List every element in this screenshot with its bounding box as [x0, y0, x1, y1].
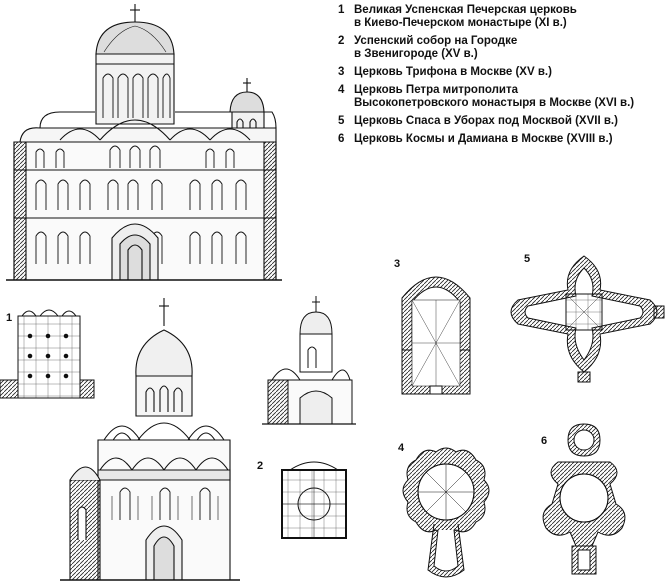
plan-label-6: 6	[541, 435, 548, 447]
plan-label-5: 5	[524, 253, 531, 265]
dome-icon	[96, 22, 174, 54]
legend-number: 4	[338, 84, 345, 96]
legend-text: Высокопетровского монастыря в Москве (XV…	[354, 97, 635, 109]
elevation-2-zvenigorod	[60, 298, 240, 580]
legend-item-3: 3 Церковь Трифона в Москве (XV в.)	[338, 66, 664, 79]
plan-label-1: 1	[6, 312, 13, 324]
legend-item-2: 2 Успенский собор на Городке в Звенигоро…	[338, 35, 664, 61]
legend-text: Церковь Спаса в Уборах под Москвой (XVII…	[354, 115, 618, 127]
legend-number: 2	[338, 35, 345, 47]
section-2	[262, 296, 356, 424]
legend-text: Церковь Петра митрополита	[354, 84, 519, 96]
cross-icon	[159, 298, 169, 326]
plan-5	[511, 256, 664, 382]
legend-number: 5	[338, 115, 345, 127]
plan-2	[282, 462, 346, 538]
legend-number: 1	[338, 4, 345, 16]
plan-3	[402, 277, 470, 394]
legend-item-4: 4 Церковь Петра митрополита Высокопетров…	[338, 84, 664, 110]
legend-item-5: 5 Церковь Спаса в Уборах под Москвой (XV…	[338, 115, 664, 128]
cross-icon	[130, 4, 140, 22]
legend-text: Великая Успенская Печерская церковь	[354, 4, 577, 16]
legend-text: в Киево-Печерском монастыре (XI в.)	[354, 17, 567, 29]
dome-icon	[136, 330, 192, 376]
plan-1	[0, 310, 94, 398]
plan-4	[403, 448, 489, 577]
elevation-1-kiev-pechersk	[6, 4, 282, 280]
plan-6	[543, 424, 625, 574]
legend-number: 6	[338, 133, 345, 145]
legend-number: 3	[338, 66, 345, 78]
plan-label-2: 2	[257, 460, 264, 472]
legend-text: Церковь Космы и Дамиана в Москве (XVIII …	[354, 133, 613, 145]
legend: 1 Великая Успенская Печерская церковь в …	[338, 4, 664, 151]
legend-text: в Звенигороде (XV в.)	[354, 48, 478, 60]
legend-text: Церковь Трифона в Москве (XV в.)	[354, 66, 552, 78]
legend-item-1: 1 Великая Успенская Печерская церковь в …	[338, 4, 664, 30]
legend-text: Успенский собор на Городке	[354, 35, 518, 47]
legend-item-6: 6 Церковь Космы и Дамиана в Москве (XVII…	[338, 133, 664, 146]
plan-label-3: 3	[394, 258, 401, 270]
plan-label-4: 4	[398, 442, 405, 454]
